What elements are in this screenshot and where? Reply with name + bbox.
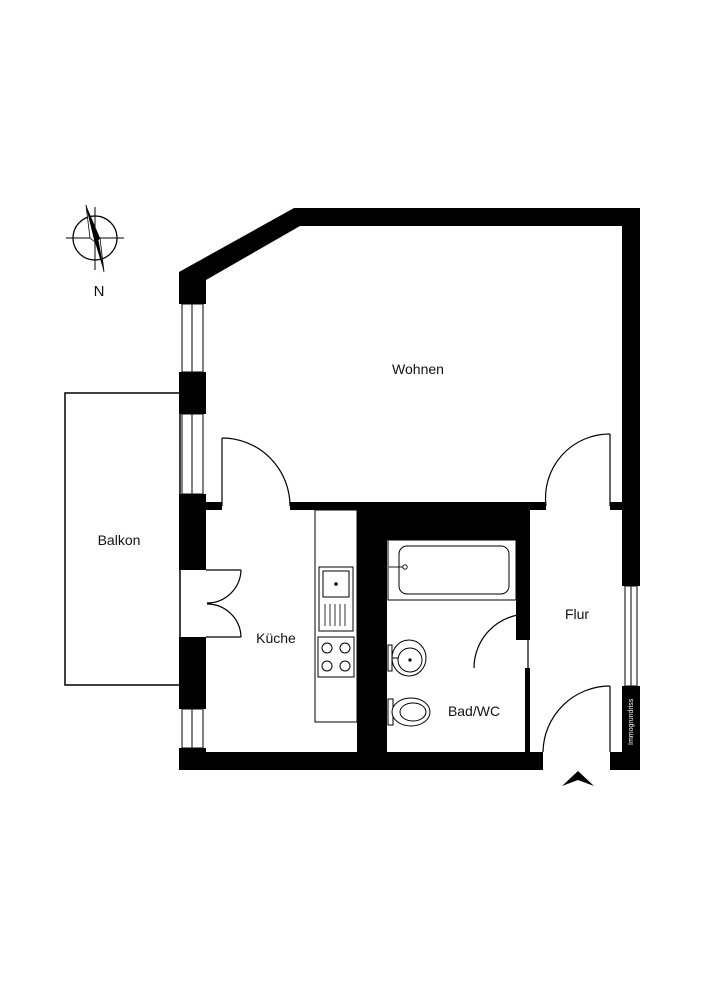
bathtub <box>387 539 517 601</box>
outer-walls <box>179 208 640 770</box>
room-label-flur: Flur <box>565 606 589 622</box>
room-label-wohnen: Wohnen <box>392 361 444 377</box>
toilet <box>387 697 431 727</box>
room-label-kueche: Küche <box>256 630 296 646</box>
doors <box>206 433 611 753</box>
washbasin <box>387 639 427 677</box>
brand-label: Immogrundriss <box>628 698 635 745</box>
compass-icon <box>66 204 124 273</box>
room-label-bad: Bad/WC <box>448 703 500 719</box>
north-label: N <box>94 283 105 300</box>
room-label-balkon: Balkon <box>98 532 141 548</box>
entrance-arrow-icon <box>562 771 594 786</box>
kitchen-counter <box>314 509 358 723</box>
interior-walls <box>206 502 622 752</box>
windows <box>181 303 638 749</box>
